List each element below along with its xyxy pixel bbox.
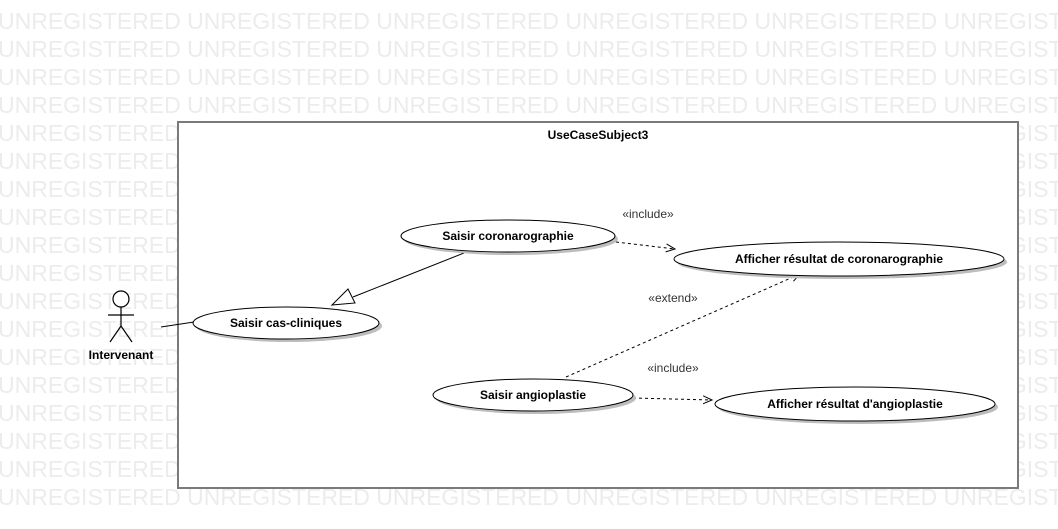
include-line-coronarographie[interactable] xyxy=(615,241,675,249)
actor-name: Intervenant xyxy=(89,348,154,362)
actor-left-leg xyxy=(109,325,122,343)
include-label-coronarographie: «include» xyxy=(622,207,674,221)
generalization-line[interactable] xyxy=(352,252,465,298)
subject-title: UseCaseSubject3 xyxy=(548,128,649,142)
watermark-row: UNREGISTERED UNREGISTERED UNREGISTERED U… xyxy=(0,8,1058,34)
actor-right-leg xyxy=(120,325,133,343)
include-line-angioplastie[interactable] xyxy=(632,398,712,400)
use-case-saisir-cas-cliniques[interactable]: Saisir cas-cliniques xyxy=(192,306,382,342)
include-label-angioplastie: «include» xyxy=(647,361,699,375)
association-line[interactable] xyxy=(160,321,195,328)
use-case-label: Afficher résultat de coronarographie xyxy=(735,252,943,266)
use-case-label: Saisir coronarographie xyxy=(442,229,574,243)
watermark-row: UNREGISTERED UNREGISTERED UNREGISTERED U… xyxy=(0,64,1058,90)
watermark-row: UNREGISTERED UNREGISTERED UNREGISTERED U… xyxy=(0,36,1058,62)
subject-boundary[interactable] xyxy=(177,121,1019,489)
generalization-arrowhead xyxy=(330,288,356,306)
use-case-label: Saisir angioplastie xyxy=(480,388,586,402)
use-case-afficher-coronarographie[interactable]: Afficher résultat de coronarographie xyxy=(673,241,1007,279)
use-case-saisir-angioplastie[interactable]: Saisir angioplastie xyxy=(432,378,636,414)
extend-line-angioplastie[interactable] xyxy=(565,274,800,378)
use-case-label: Afficher résultat d'angioplastie xyxy=(767,397,943,411)
use-case-saisir-coronarographie[interactable]: Saisir coronarographie xyxy=(400,219,618,255)
watermark-row: UNREGISTERED UNREGISTERED UNREGISTERED U… xyxy=(0,92,1058,118)
extend-label-angioplastie: «extend» xyxy=(648,291,698,305)
actor-head xyxy=(112,290,130,308)
use-case-afficher-angioplastie[interactable]: Afficher résultat d'angioplastie xyxy=(714,386,998,424)
use-case-label: Saisir cas-cliniques xyxy=(230,316,342,330)
actor-intervenant[interactable] xyxy=(108,290,134,343)
